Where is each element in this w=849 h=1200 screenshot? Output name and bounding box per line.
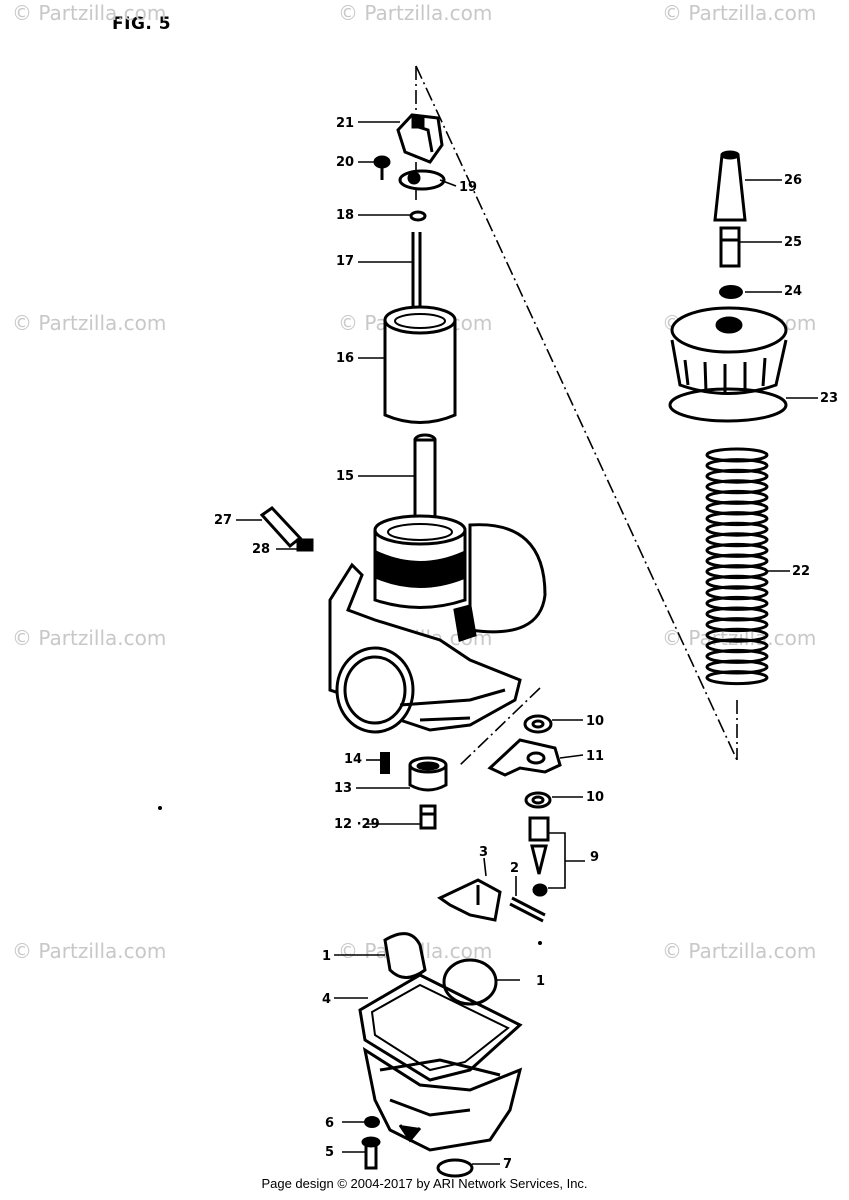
part-25-adjuster: [719, 226, 741, 268]
callout-label: 25: [784, 235, 802, 250]
callout-label: 10: [586, 790, 604, 805]
callout-label: 19: [459, 180, 477, 195]
part-19-plate: [398, 169, 446, 191]
leader-line: [483, 857, 487, 877]
callout-label: 7: [503, 1157, 512, 1172]
callout-label: 13: [334, 781, 352, 796]
callout-label: 27: [214, 513, 232, 528]
leader-line: [559, 754, 584, 759]
callout-label: 16: [336, 351, 354, 366]
part-9-needle-valve: [528, 816, 550, 897]
callout-label: 23: [820, 391, 838, 406]
callout-label: 6: [325, 1116, 334, 1131]
part-11-bracket: [487, 738, 562, 777]
callout-label: 4: [322, 992, 331, 1007]
part-16-throttle-slide: [383, 305, 457, 424]
callout-label: 10: [586, 714, 604, 729]
callout-labels: 2120191817161527282625242322101110914131…: [214, 116, 838, 1172]
watermark-text: © Partzilla.com: [12, 1, 166, 25]
callout-label: 17: [336, 254, 354, 269]
part-21-cap: [396, 113, 444, 164]
callout-label: 20: [336, 155, 354, 170]
part-23-top-cap: [668, 306, 788, 423]
float-bowl: [362, 1046, 523, 1152]
callout-label: 14: [344, 752, 362, 767]
part-1-float-left: [383, 932, 427, 979]
part-10-washer-top: [523, 714, 553, 734]
footer-copyright: Page design © 2004-2017 by ARI Network S…: [261, 1176, 588, 1191]
leader-line: [548, 832, 585, 889]
part-18-clip: [409, 210, 427, 222]
callout-label: 24: [784, 284, 802, 299]
part-4-gasket: [358, 973, 523, 1082]
part-24-nut: [719, 285, 743, 299]
callout-label: 12 ·29: [334, 817, 380, 832]
part-10-washer-bottom: [524, 791, 552, 809]
leader-line: [439, 179, 457, 187]
part-6-plug: [364, 1116, 380, 1128]
callout-label: 21: [336, 116, 354, 131]
callout-label: 5: [325, 1145, 334, 1160]
callout-label: 1: [536, 974, 545, 989]
watermark-text: © Partzilla.com: [12, 939, 166, 963]
callout-label: 1: [322, 949, 331, 964]
part-26-cap: [713, 150, 747, 222]
callout-label: 2: [510, 861, 519, 876]
watermark-text: © Partzilla.com: [338, 1, 492, 25]
callout-label: 28: [252, 542, 270, 557]
part-2-pin: [509, 896, 546, 923]
callout-label: 26: [784, 173, 802, 188]
part-7-oring: [436, 1158, 474, 1178]
watermark-text: © Partzilla.com: [12, 626, 166, 650]
watermark-text: © Partzilla.com: [662, 1, 816, 25]
carburetor-body: [328, 514, 547, 734]
callout-label: 15: [336, 469, 354, 484]
callout-label: 22: [792, 564, 810, 579]
part-27-28-screw: [259, 506, 314, 552]
watermark-text: © Partzilla.com: [662, 939, 816, 963]
part-5-screw: [361, 1136, 381, 1170]
leader-lines: [236, 121, 818, 1165]
part-15-rod: [413, 433, 437, 522]
part-12-jet: [419, 804, 437, 830]
callout-label: 11: [586, 749, 604, 764]
figure-label: FIG. 5: [112, 14, 172, 34]
part-20-screw: [373, 155, 391, 180]
watermark-text: © Partzilla.com: [12, 311, 166, 335]
callout-label: 9: [590, 850, 599, 865]
part-14-jet: [380, 752, 390, 774]
part-22-spring: [705, 447, 769, 686]
part-17-needle: [411, 232, 422, 312]
part-1-float-right: [442, 958, 498, 1006]
callout-label: 18: [336, 208, 354, 223]
part-13-ring: [408, 756, 448, 792]
part-3-float-arm: [437, 878, 502, 922]
callout-label: 3: [479, 845, 488, 860]
